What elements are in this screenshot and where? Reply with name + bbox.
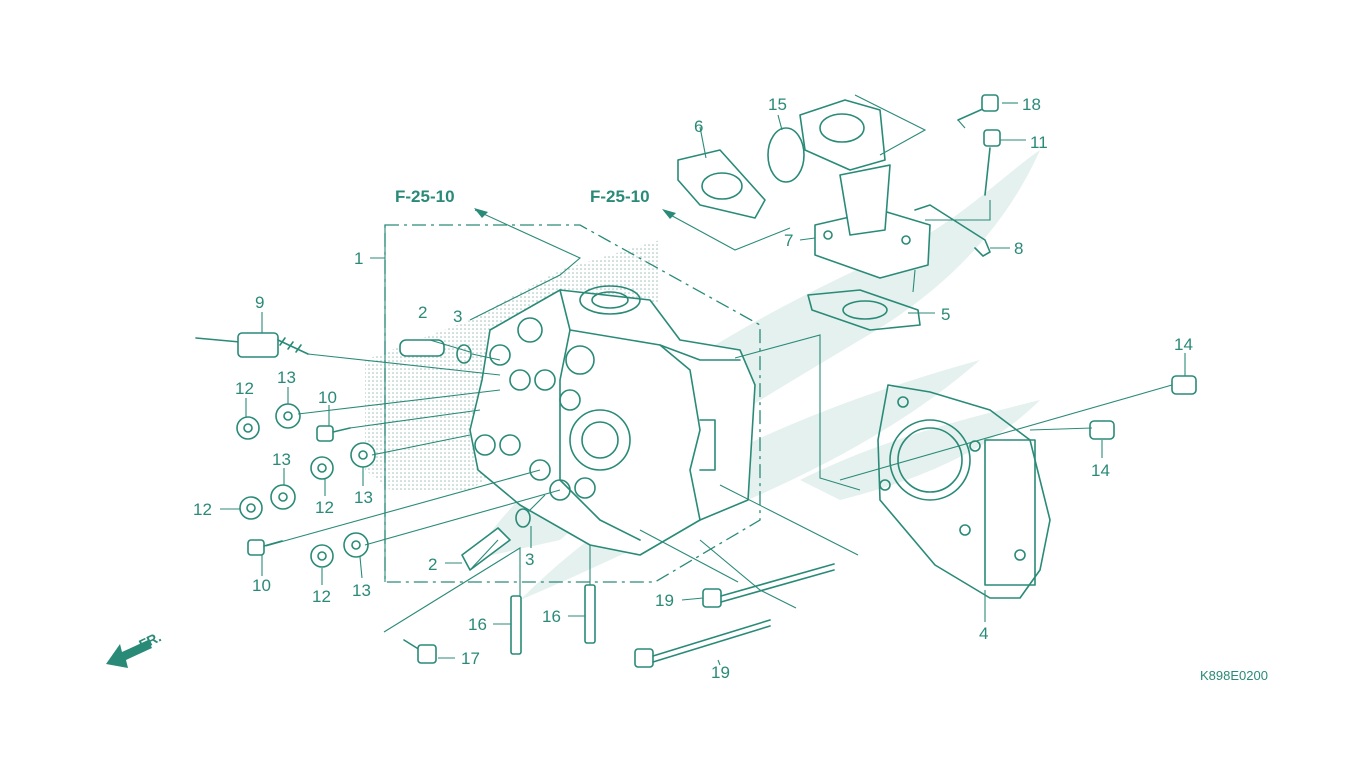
part-number-10: 10 [252, 576, 271, 595]
intake-gasket [807, 289, 921, 331]
stud-bolt-19-upper [702, 563, 835, 608]
ref-arrow-right [662, 209, 676, 219]
intake-pipe [799, 99, 931, 279]
guide-o-ring [456, 344, 472, 364]
stud [510, 595, 522, 655]
part-number-2: 2 [418, 303, 427, 322]
leader-lines [220, 94, 1186, 666]
front-direction-arrow: FR. [106, 628, 164, 668]
part-number-10: 10 [318, 388, 337, 407]
guide-o-ring [515, 508, 531, 528]
ref-arrow-left [474, 208, 488, 218]
part-number-9: 9 [255, 293, 264, 312]
part-number-3: 3 [525, 550, 534, 569]
part-number-15: 15 [768, 95, 787, 114]
assembly-frame [384, 224, 761, 583]
part-number-7: 7 [784, 231, 793, 250]
part-number-1: 1 [354, 249, 363, 268]
part-number-16: 16 [468, 615, 487, 634]
part-number-14: 14 [1091, 461, 1110, 480]
valve-guide [461, 527, 511, 571]
part-number-13: 13 [277, 368, 296, 387]
part-number-8: 8 [1014, 239, 1023, 258]
cylinder-gasket [877, 384, 1051, 599]
valve-guide [399, 339, 445, 357]
diagram-code: K898E0200 [1200, 668, 1268, 683]
part-number-6: 6 [694, 117, 703, 136]
part-number-18: 18 [1022, 95, 1041, 114]
part-number-3: 3 [453, 307, 462, 326]
cylinder-head [469, 285, 756, 556]
part-number-13: 13 [352, 581, 371, 600]
ref-label-left: F-25-10 [395, 187, 455, 206]
stud [584, 584, 596, 644]
part-number-12: 12 [315, 498, 334, 517]
part-number-13: 13 [272, 450, 291, 469]
stud-bolt-19-lower [634, 619, 771, 668]
insulator-gasket [677, 149, 766, 219]
part-number-13: 13 [354, 488, 373, 507]
o-ring [767, 127, 805, 183]
part-number-19: 19 [655, 591, 674, 610]
hardware-left [236, 403, 376, 568]
part-number-11: 11 [1030, 133, 1048, 152]
flange-bolt-18 [957, 94, 999, 121]
part-number-19: 19 [711, 663, 730, 682]
flange-bolt-17 [403, 639, 437, 664]
part-number-12: 12 [235, 379, 254, 398]
part-number-14: 14 [1174, 335, 1193, 354]
spark-plug [195, 332, 309, 358]
flange-bolt-11 [983, 129, 1001, 196]
part-number-5: 5 [941, 305, 950, 324]
part-number-16: 16 [542, 607, 561, 626]
part-number-12: 12 [193, 500, 212, 519]
part-number-12: 12 [312, 587, 331, 606]
part-numbers: 1 2 2 3 3 4 5 6 7 8 9 10 10 11 12 12 12 … [193, 95, 1193, 682]
dowel-pin [1089, 420, 1115, 440]
spring-clip [914, 204, 991, 257]
part-number-4: 4 [979, 624, 988, 643]
part-number-2: 2 [428, 555, 437, 574]
part-number-17: 17 [461, 649, 480, 668]
dowel-pin [1171, 375, 1197, 395]
ref-label-right: F-25-10 [590, 187, 650, 206]
